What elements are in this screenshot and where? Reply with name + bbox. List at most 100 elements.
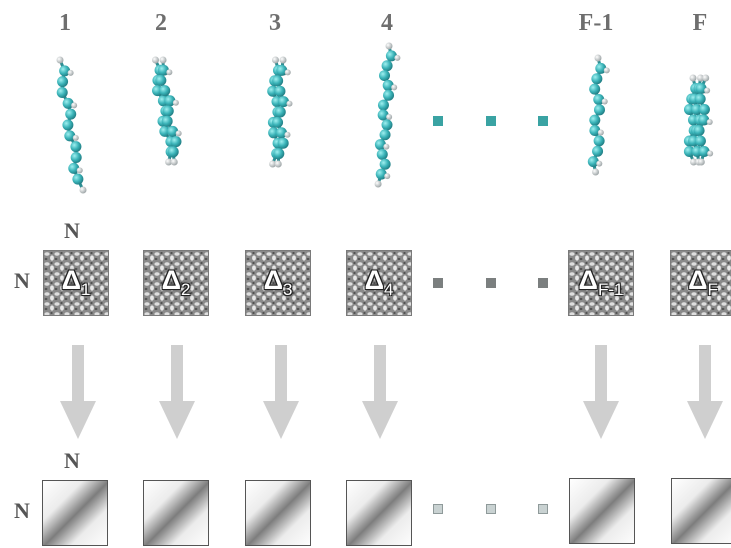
carbon-atom [385,50,397,62]
ellipsis-dot [538,504,548,514]
frame-label-4: 4 [381,10,393,36]
carbon-atom [277,96,289,108]
n-dimension-label-side: N [14,268,30,293]
carbon-atom [162,105,174,117]
hydrogen-atom [697,158,705,166]
distance-matrix-1: Δ1 [43,250,109,316]
hydrogen-atom [272,56,279,64]
frame-label-1: 1 [59,10,71,36]
carbon-atom [275,127,287,139]
hydrogen-atom [704,87,711,94]
down-arrow-icon [159,345,195,439]
molecule-frame-4 [374,42,401,188]
carbon-atom [377,109,389,121]
carbon-atom [268,127,280,139]
hydrogen-atom [172,99,179,106]
carbon-atom [587,156,599,168]
carbon-atom [381,119,393,131]
carbon-atom [694,93,706,105]
ellipsis-dot [538,116,548,126]
distance-matrix-4: Δ4 [346,250,412,316]
carbon-atom [691,104,703,115]
carbon-atom [159,85,171,97]
hydrogen-atom [702,74,710,82]
hydrogen-atom [706,119,713,125]
carbon-atom [70,152,82,163]
carbon-atom [593,104,605,116]
n-dimension-label-side-bottom: N [14,498,30,523]
hydrogen-atom [152,56,159,64]
hydrogen-atom [269,160,277,168]
hydrogen-atom [592,168,600,176]
hydrogen-atom [689,74,697,82]
hydrogen-atom [72,134,79,141]
hydrogen-atom [391,84,398,91]
matrix-frame-f [671,478,731,544]
carbon-atom [272,116,284,128]
hydrogen-atom [690,158,698,166]
hydrogen-atom [286,100,293,107]
ellipsis-dot [486,278,496,288]
ellipsis-dot [433,278,443,288]
hydrogen-atom [374,180,382,188]
carbon-atom [161,115,173,127]
molecule-frame-3 [267,56,293,168]
distance-matrix-3: Δ3 [245,250,311,316]
down-arrow-icon [687,345,723,439]
hydrogen-atom [76,167,83,174]
carbon-atom [170,136,182,148]
ellipsis-dot [433,116,443,126]
hydrogen-atom [597,129,604,136]
ellipsis-dot [538,278,548,288]
molecule-frame-f-1 [587,54,610,176]
carbon-atom [65,108,77,120]
matrix-frame-f-1 [569,478,635,544]
hydrogen-atom [697,74,705,82]
molecule-frame-1 [56,56,87,194]
hydrogen-atom [159,56,167,64]
carbon-atom [68,162,80,174]
hydrogen-atom [603,67,610,74]
carbon-atom [589,114,601,126]
carbon-atom [56,87,68,98]
hydrogen-atom [166,69,173,76]
carbon-atom [376,148,388,160]
hydrogen-atom [386,114,393,120]
carbon-atom [273,148,285,160]
ellipsis-dot [486,504,496,514]
hydrogen-atom [274,160,282,168]
carbon-atom [698,146,710,157]
carbon-atom [277,137,289,149]
hydrogen-atom [67,69,74,76]
carbon-atom [70,141,82,153]
carbon-atom [381,60,393,72]
carbon-atom [375,168,387,180]
hydrogen-atom [601,98,608,105]
carbon-atom [379,129,391,141]
carbon-atom [383,89,395,101]
carbon-atom [274,85,286,97]
carbon-atom [59,65,71,77]
hydrogen-atom [170,158,178,166]
hydrogen-atom [56,56,64,64]
carbon-atom [591,73,603,85]
molecule-frame-2 [152,56,182,166]
carbon-atom [698,104,710,115]
down-arrow-icon [60,345,96,439]
hydrogen-atom [71,102,78,109]
carbon-atom [589,125,601,137]
carbon-atom [382,79,394,91]
carbon-atom [155,74,167,86]
down-arrow-icon [263,345,299,439]
hydrogen-atom [394,54,401,61]
hydrogen-atom [596,160,603,167]
carbon-atom [62,119,74,131]
carbon-atom [272,75,284,87]
hydrogen-atom [707,150,714,157]
ellipsis-dot [486,116,496,126]
hydrogen-atom [284,69,291,76]
carbon-atom [276,64,288,76]
carbon-atom [593,135,605,147]
carbon-atom [593,93,605,105]
carbon-atom [167,125,179,137]
